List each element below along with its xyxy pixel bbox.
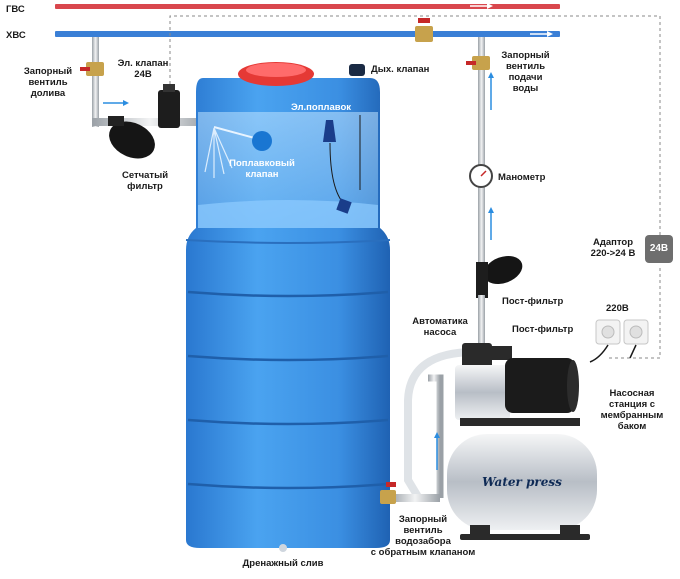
pump-pipes — [390, 295, 485, 503]
pump-station — [447, 343, 597, 540]
control-wire — [169, 15, 661, 359]
voltage-label: 220В — [606, 303, 629, 314]
post-filter-label-1: Пост-фильтр — [502, 296, 564, 307]
supply-pipe — [478, 37, 494, 277]
electric-float-label: Эл.поплавок — [290, 102, 352, 113]
mesh-filter — [108, 116, 155, 159]
supply-valve-label: Запорный вентиль подачи воды — [501, 50, 550, 94]
cold-water-pipe — [55, 31, 560, 37]
float-valve-label: Поплавковый клапан — [229, 158, 295, 180]
solenoid-valve — [158, 84, 180, 128]
breather-valve — [349, 64, 365, 76]
post-filter — [476, 255, 523, 298]
intake-valve-label: Запорный вентиль водозабора с обратным к… — [370, 514, 476, 558]
intake-valve — [380, 482, 396, 504]
supply-shutoff-valve — [466, 56, 490, 70]
adapter-label: Адаптор 220->24 В — [590, 237, 636, 259]
tank-lid — [238, 62, 314, 86]
mesh-filter-label: Сетчатый фильтр — [121, 170, 169, 192]
float-valve — [204, 126, 272, 178]
breather-valve-label: Дых. клапан — [371, 64, 430, 75]
drain-label: Дренажный слив — [242, 558, 324, 569]
inlet-shutoff-valve — [80, 62, 104, 76]
gvs-label: ГВС — [6, 4, 25, 15]
inlet-valve-label: Запорный вентиль долива — [23, 66, 73, 99]
electric-float — [323, 115, 361, 214]
pressure-gauge — [469, 164, 493, 188]
pressure-gauge-label: Манометр — [498, 172, 546, 183]
pump-station-label: Насосная станция с мембранным баком — [600, 388, 664, 432]
post-filter-label-2: Пост-фильтр — [512, 324, 574, 335]
hot-water-pipe — [55, 3, 560, 9]
pump-automation-label: Автоматика насоса — [412, 316, 468, 338]
drain-port — [279, 544, 287, 552]
hvs-main-valve — [415, 18, 433, 42]
pump-brand-logo: Water press — [482, 475, 562, 489]
adapter-badge: 24В — [645, 235, 673, 263]
power-sockets — [589, 319, 649, 363]
inlet-branch — [92, 37, 207, 127]
solenoid-valve-label: Эл. клапан 24В — [117, 58, 169, 80]
water-tank — [185, 78, 391, 548]
hvs-label: ХВС — [6, 30, 26, 41]
